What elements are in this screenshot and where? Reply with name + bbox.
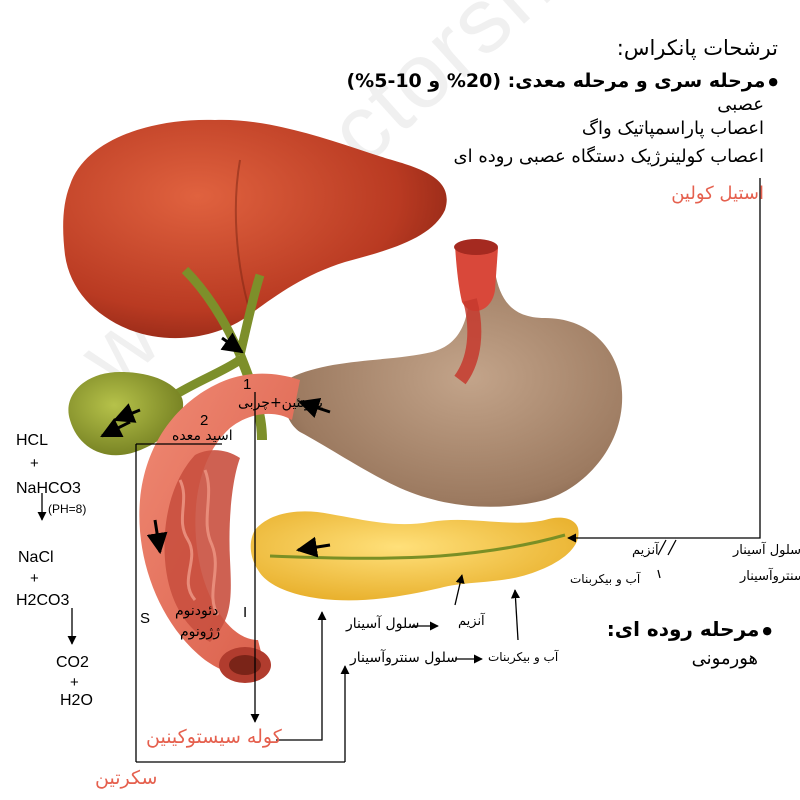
stomach-shape (283, 272, 623, 507)
page-title: ترشحات پانکراس: (616, 36, 778, 60)
phase1-cholinergic: اعصاب کولینرژیک دستگاه عصبی روده ای (453, 146, 764, 167)
label-jejunum: ژژونوم (180, 624, 221, 640)
eq-plus-3: + (70, 674, 79, 691)
label-stomach-acid: اسید معده (172, 428, 233, 444)
eq-co2: CO2 (56, 654, 89, 671)
eq-plus-1: + (30, 455, 39, 472)
label-enzyme-bottom: آنزیم (458, 614, 485, 629)
label-number-1: 1 (243, 376, 252, 393)
eq-plus-2: + (30, 570, 39, 587)
label-proteins-fats: پروتئین+چربی (238, 395, 324, 411)
label-duodenum: دئودنوم (175, 603, 219, 619)
esophagus-shape (455, 240, 498, 312)
label-number-2: 2 (200, 412, 209, 429)
label-centroacinar-bottom: سلول سنتروآسینار (350, 650, 458, 666)
label-water-bicarb-bottom: آب و بیکربنات (488, 650, 559, 664)
phase2-hormonal: هورمونی (691, 648, 758, 669)
label-acinar-bottom: سلول آسینار (346, 616, 420, 632)
phase2-heading: مرحله روده ای: (607, 617, 772, 641)
phase1-nervous: عصبی (717, 94, 764, 115)
phase1-heading: مرحله سری و مرحله معدی: (20% و 10-5%) (346, 70, 778, 92)
acetylcholine-label: استیل کولین (671, 183, 764, 204)
eq-h2o: H2O (60, 692, 93, 709)
label-enzyme-right: آنزیم (632, 543, 659, 558)
label-s-cells: S (140, 610, 151, 627)
label-acinar-right: سلول آسینار (733, 543, 800, 558)
label-i-cells: I (243, 604, 248, 621)
eq-h2co3: H2CO3 (16, 592, 70, 609)
label-centroacinar-right: سلول سنتروآسینار (740, 569, 800, 584)
eq-nahco3: NaHCO3 (16, 480, 81, 497)
label-cholecystokinin: کوله سیستوکینین (146, 726, 282, 748)
eq-ph: (PH=8) (48, 502, 87, 516)
liver-shape (63, 119, 447, 339)
phase1-vagus: اعصاب پاراسمپاتیک واگ (581, 118, 764, 139)
label-water-bicarb-right: آب و بیکربنات (570, 572, 641, 586)
label-secretin: سکرتین (95, 767, 158, 789)
eq-nacl: NaCl (18, 549, 54, 566)
eq-hcl: HCL (16, 432, 49, 449)
